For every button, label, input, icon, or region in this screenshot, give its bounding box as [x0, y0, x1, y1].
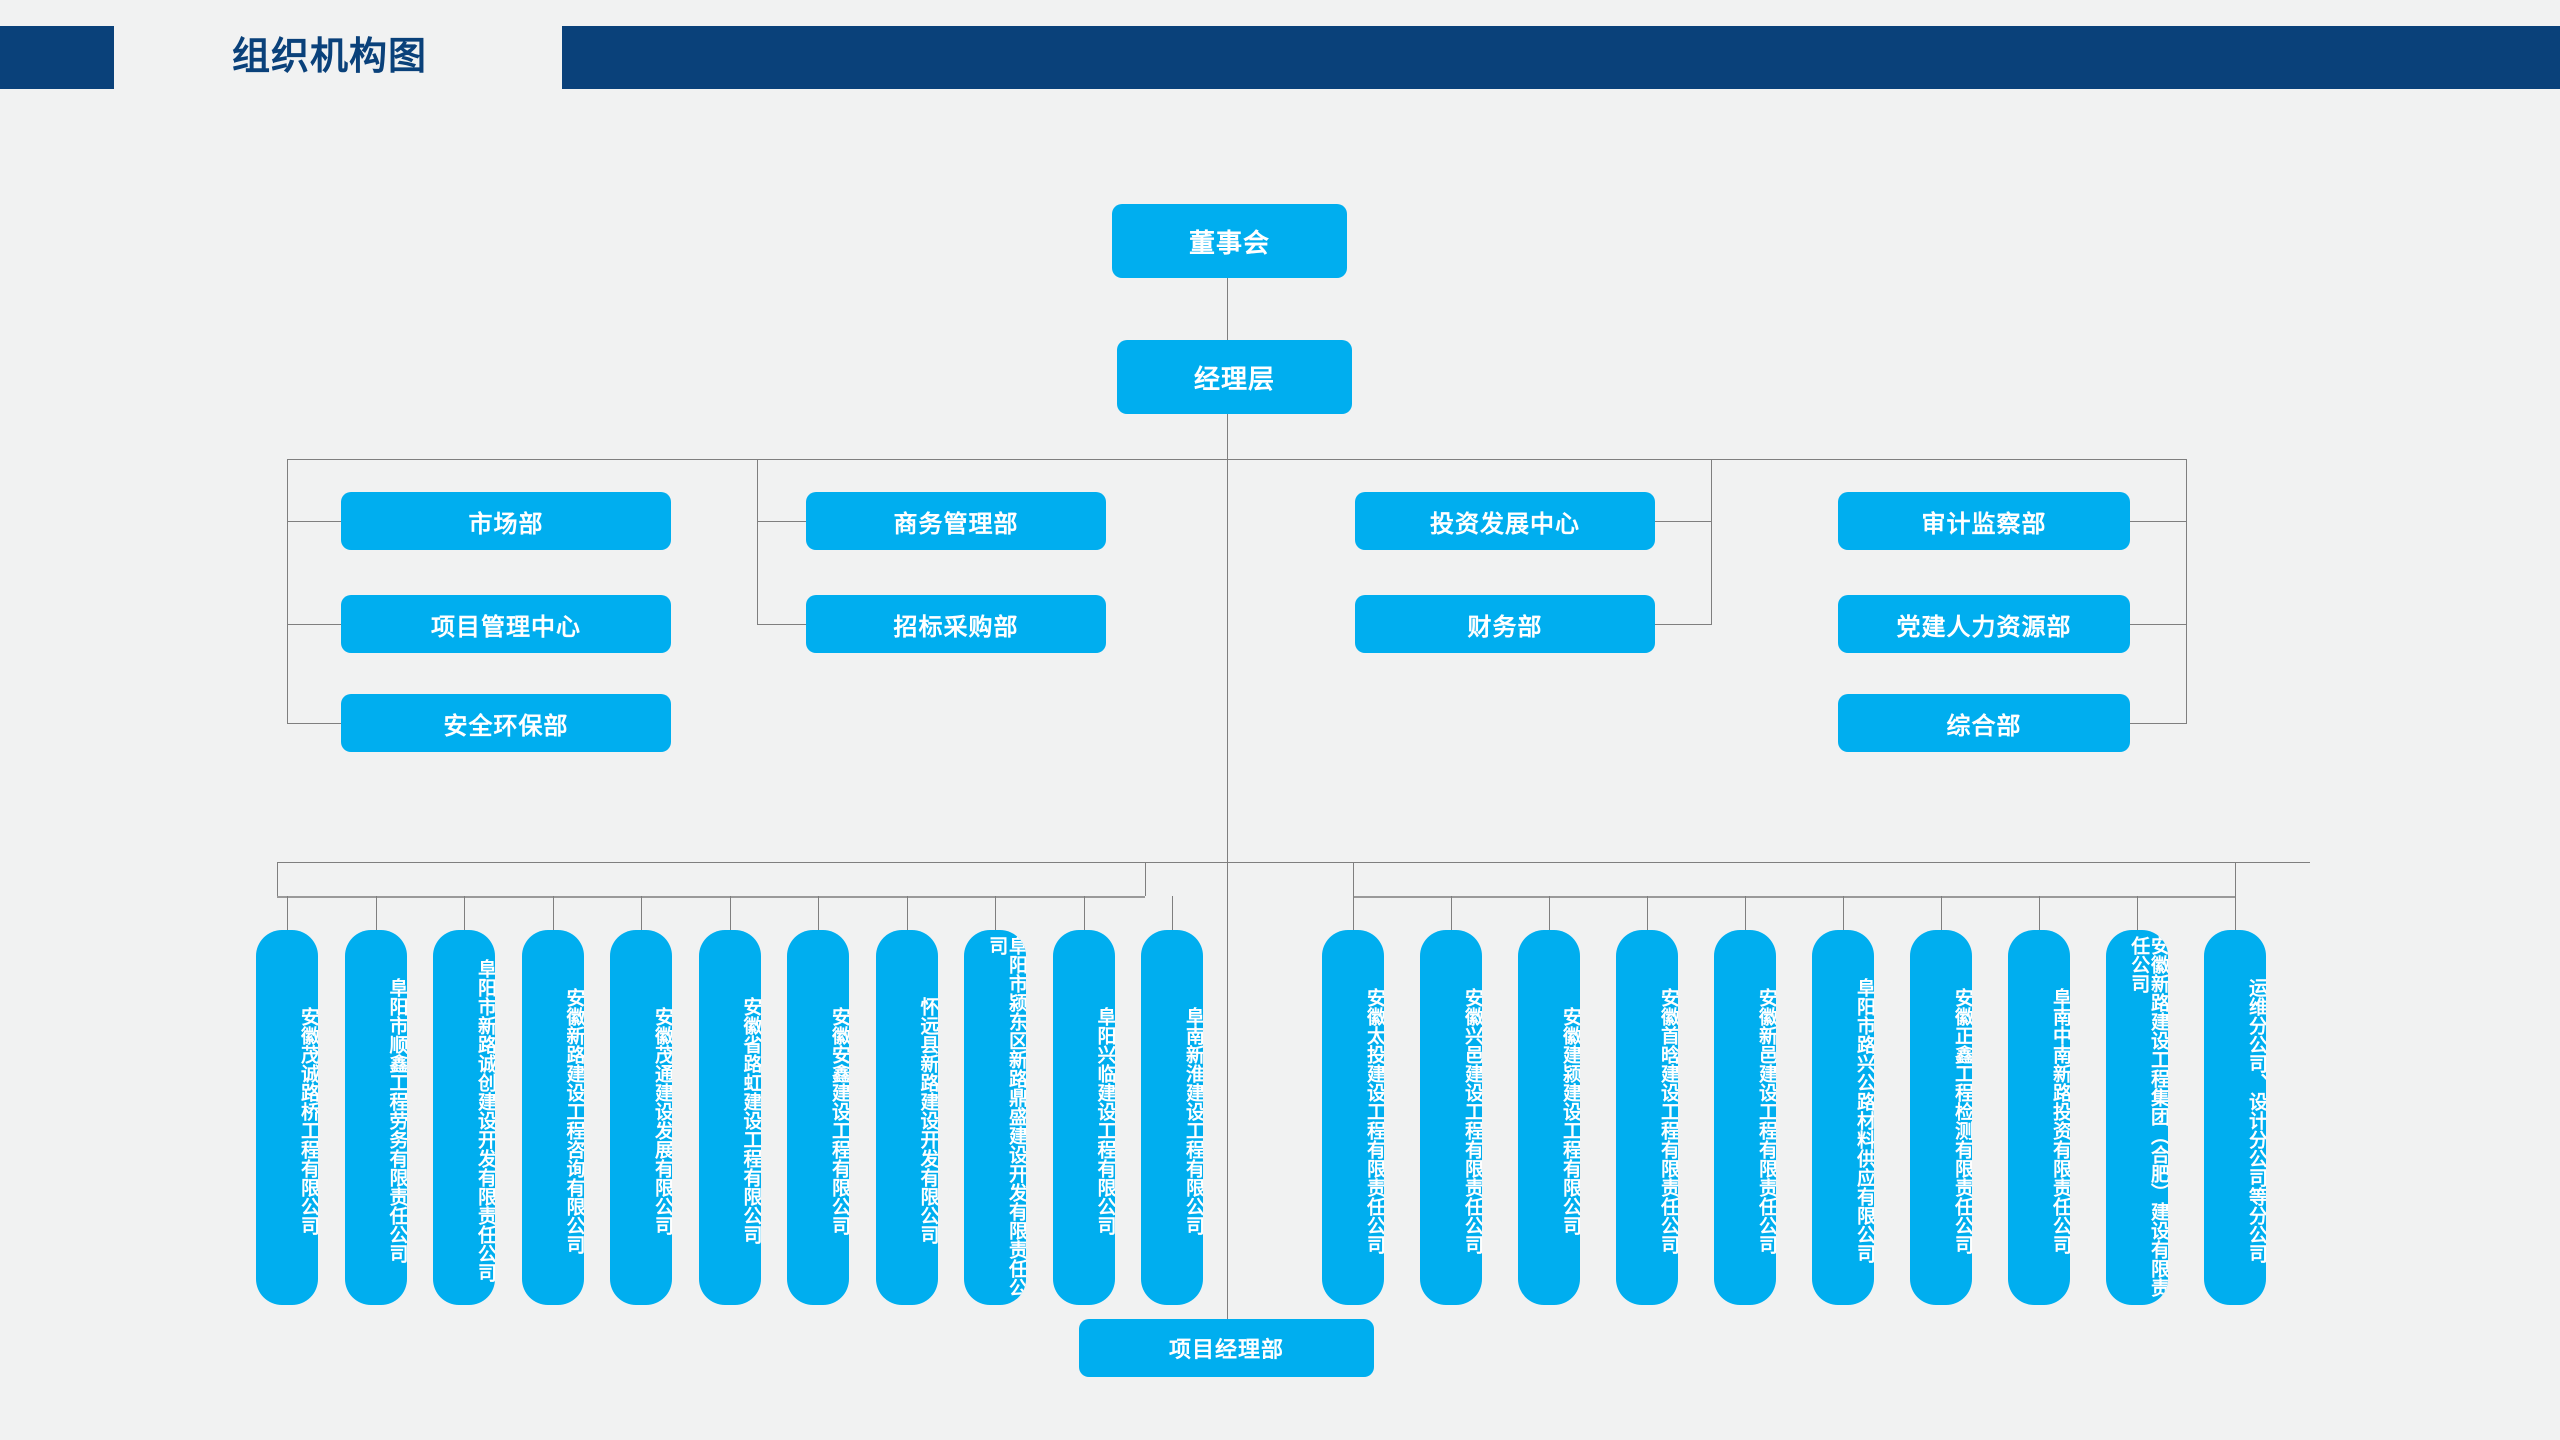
node-subsidiary[interactable]: 安徽首晗建设工程有限责任公司 [1616, 930, 1678, 1305]
connector-subsidiary-main-right [1227, 862, 2310, 863]
node-subsidiary[interactable]: 安徽茂通建设发展有限公司 [610, 930, 672, 1305]
node-subsidiary[interactable]: 安徽茂诚路桥工程有限公司 [256, 930, 318, 1305]
node-dept-shangwuguanlibu[interactable]: 商务管理部 [806, 492, 1106, 550]
connector-col3-stub-2 [1655, 624, 1712, 625]
connector-col1-stub-2 [287, 624, 342, 625]
subsidiary-drop-line [464, 896, 465, 930]
node-dept-xiangmuguanlizhongxin[interactable]: 项目管理中心 [341, 595, 671, 653]
connector-col4-stub-3 [2130, 723, 2187, 724]
node-subsidiary[interactable]: 阜南中南新路投资有限责任公司 [2008, 930, 2070, 1305]
node-subsidiary[interactable]: 安徽兴邑建设工程有限责任公司 [1420, 930, 1482, 1305]
connector-management-spine [1227, 414, 1228, 862]
node-subsidiary[interactable]: 安徽太投建设工程有限责任公司 [1322, 930, 1384, 1305]
node-subsidiary[interactable]: 安徽建颍建设工程有限公司 [1518, 930, 1580, 1305]
node-subsidiary[interactable]: 安徽新邑建设工程有限责任公司 [1714, 930, 1776, 1305]
node-dept-shenjijianchabu[interactable]: 审计监察部 [1838, 492, 2130, 550]
node-dept-caiwubu[interactable]: 财务部 [1355, 595, 1655, 653]
subsidiary-drop-line [375, 896, 377, 930]
subsidiary-drop-line [641, 896, 642, 930]
connector-project-dept [1227, 862, 1228, 1319]
connector-board-to-management [1227, 278, 1228, 348]
connector-subsidiary-main-left [277, 862, 1228, 863]
subsidiary-drop-line [1745, 896, 1746, 930]
connector-department-bus [287, 459, 2186, 460]
subsidiary-drop-line [995, 896, 996, 930]
subsidiary-drop-line [1451, 896, 1452, 930]
connector-col1-stub-1 [287, 521, 342, 522]
header-band: 组织机构图 [0, 26, 2560, 89]
subsidiary-drop-line [1647, 896, 1648, 930]
subsidiary-drop-line [729, 896, 731, 930]
node-subsidiary[interactable]: 阜阳兴临建设工程有限公司 [1052, 930, 1115, 1305]
connector-col2-stub-2 [757, 624, 807, 625]
subsidiary-drop-line [1843, 896, 1844, 930]
node-subsidiary[interactable]: 安徽安鑫建设工程有限公司 [787, 930, 849, 1305]
subsidiary-drop-line [287, 896, 288, 930]
connector-col3-stub-1 [1655, 521, 1712, 522]
connector-right-group-rail-end [2235, 862, 2236, 896]
node-project-management-dept[interactable]: 项目经理部 [1079, 1319, 1374, 1377]
node-subsidiary[interactable]: 阜阳市新路诚创建设开发有限责任公司 [433, 930, 495, 1305]
page-title: 组织机构图 [232, 36, 428, 78]
subsidiary-drop-line [1172, 896, 1173, 930]
connector-col2-spine [757, 459, 758, 624]
subsidiary-drop-line [1941, 896, 1942, 930]
node-subsidiary[interactable]: 运维分公司、设计分公司等分公司 [2204, 930, 2266, 1305]
header-accent-block-right [562, 26, 2560, 89]
node-dept-zonghebu[interactable]: 综合部 [1838, 694, 2130, 752]
connector-col1-spine [287, 459, 288, 723]
subsidiary-drop-line [818, 896, 819, 930]
connector-col1-stub-3 [287, 723, 342, 724]
connector-col3-spine [1711, 459, 1712, 624]
connector-col4-spine [2186, 459, 2187, 723]
connector-col4-stub-2 [2130, 624, 2187, 625]
node-subsidiary[interactable]: 阜阳市路兴公路材料供应有限公司 [1812, 930, 1874, 1305]
subsidiary-drop-line [2235, 896, 2236, 930]
connector-right-group-bus [1353, 896, 2235, 898]
node-subsidiary[interactable]: 安徽省路虹建设工程有限公司 [698, 930, 761, 1305]
node-subsidiary[interactable]: 怀远县新路建设开发有限公司 [875, 930, 938, 1305]
node-dept-touzifazhanzhongxin[interactable]: 投资发展中心 [1355, 492, 1655, 550]
node-subsidiary[interactable]: 安徽新路建设工程咨询有限公司 [521, 930, 584, 1305]
connector-left-group-rail-start [277, 862, 278, 896]
subsidiary-drop-line [2039, 896, 2040, 930]
node-dept-shichangbu[interactable]: 市场部 [341, 492, 671, 550]
node-subsidiary[interactable]: 阜阳市颍东区新路鼎盛建设开发有限责任公司 [964, 930, 1026, 1305]
node-dept-zhaobiaocaigoubu[interactable]: 招标采购部 [806, 595, 1106, 653]
subsidiary-drop-line [2137, 896, 2138, 930]
subsidiary-drop-line [1083, 896, 1085, 930]
node-subsidiary[interactable]: 阜南新淮建设工程有限公司 [1141, 930, 1203, 1305]
node-board[interactable]: 董事会 [1112, 204, 1347, 278]
subsidiary-drop-line [1353, 896, 1354, 930]
subsidiary-drop-line [552, 896, 554, 930]
header-accent-block-left [0, 26, 114, 89]
node-dept-dangjianrenliziyuanbu[interactable]: 党建人力资源部 [1838, 595, 2130, 653]
node-dept-anquanhuanbaobu[interactable]: 安全环保部 [341, 694, 671, 752]
subsidiary-drop-line [1549, 896, 1550, 930]
node-management[interactable]: 经理层 [1117, 340, 1352, 414]
connector-left-group-bus [277, 896, 1145, 898]
connector-col4-stub-1 [2130, 521, 2187, 522]
connector-right-group-rail-start [1353, 862, 1354, 896]
node-subsidiary[interactable]: 安徽新路建设工程集团（合肥）建设有限责任公司 [2106, 930, 2168, 1305]
node-subsidiary[interactable]: 安徽正鑫工程检测有限责任公司 [1910, 930, 1972, 1305]
subsidiary-drop-line [906, 896, 908, 930]
connector-left-group-rail-end [1145, 862, 1146, 896]
node-subsidiary[interactable]: 阜阳市顺鑫工程劳务有限责任公司 [344, 930, 407, 1305]
connector-col2-stub-1 [757, 521, 807, 522]
